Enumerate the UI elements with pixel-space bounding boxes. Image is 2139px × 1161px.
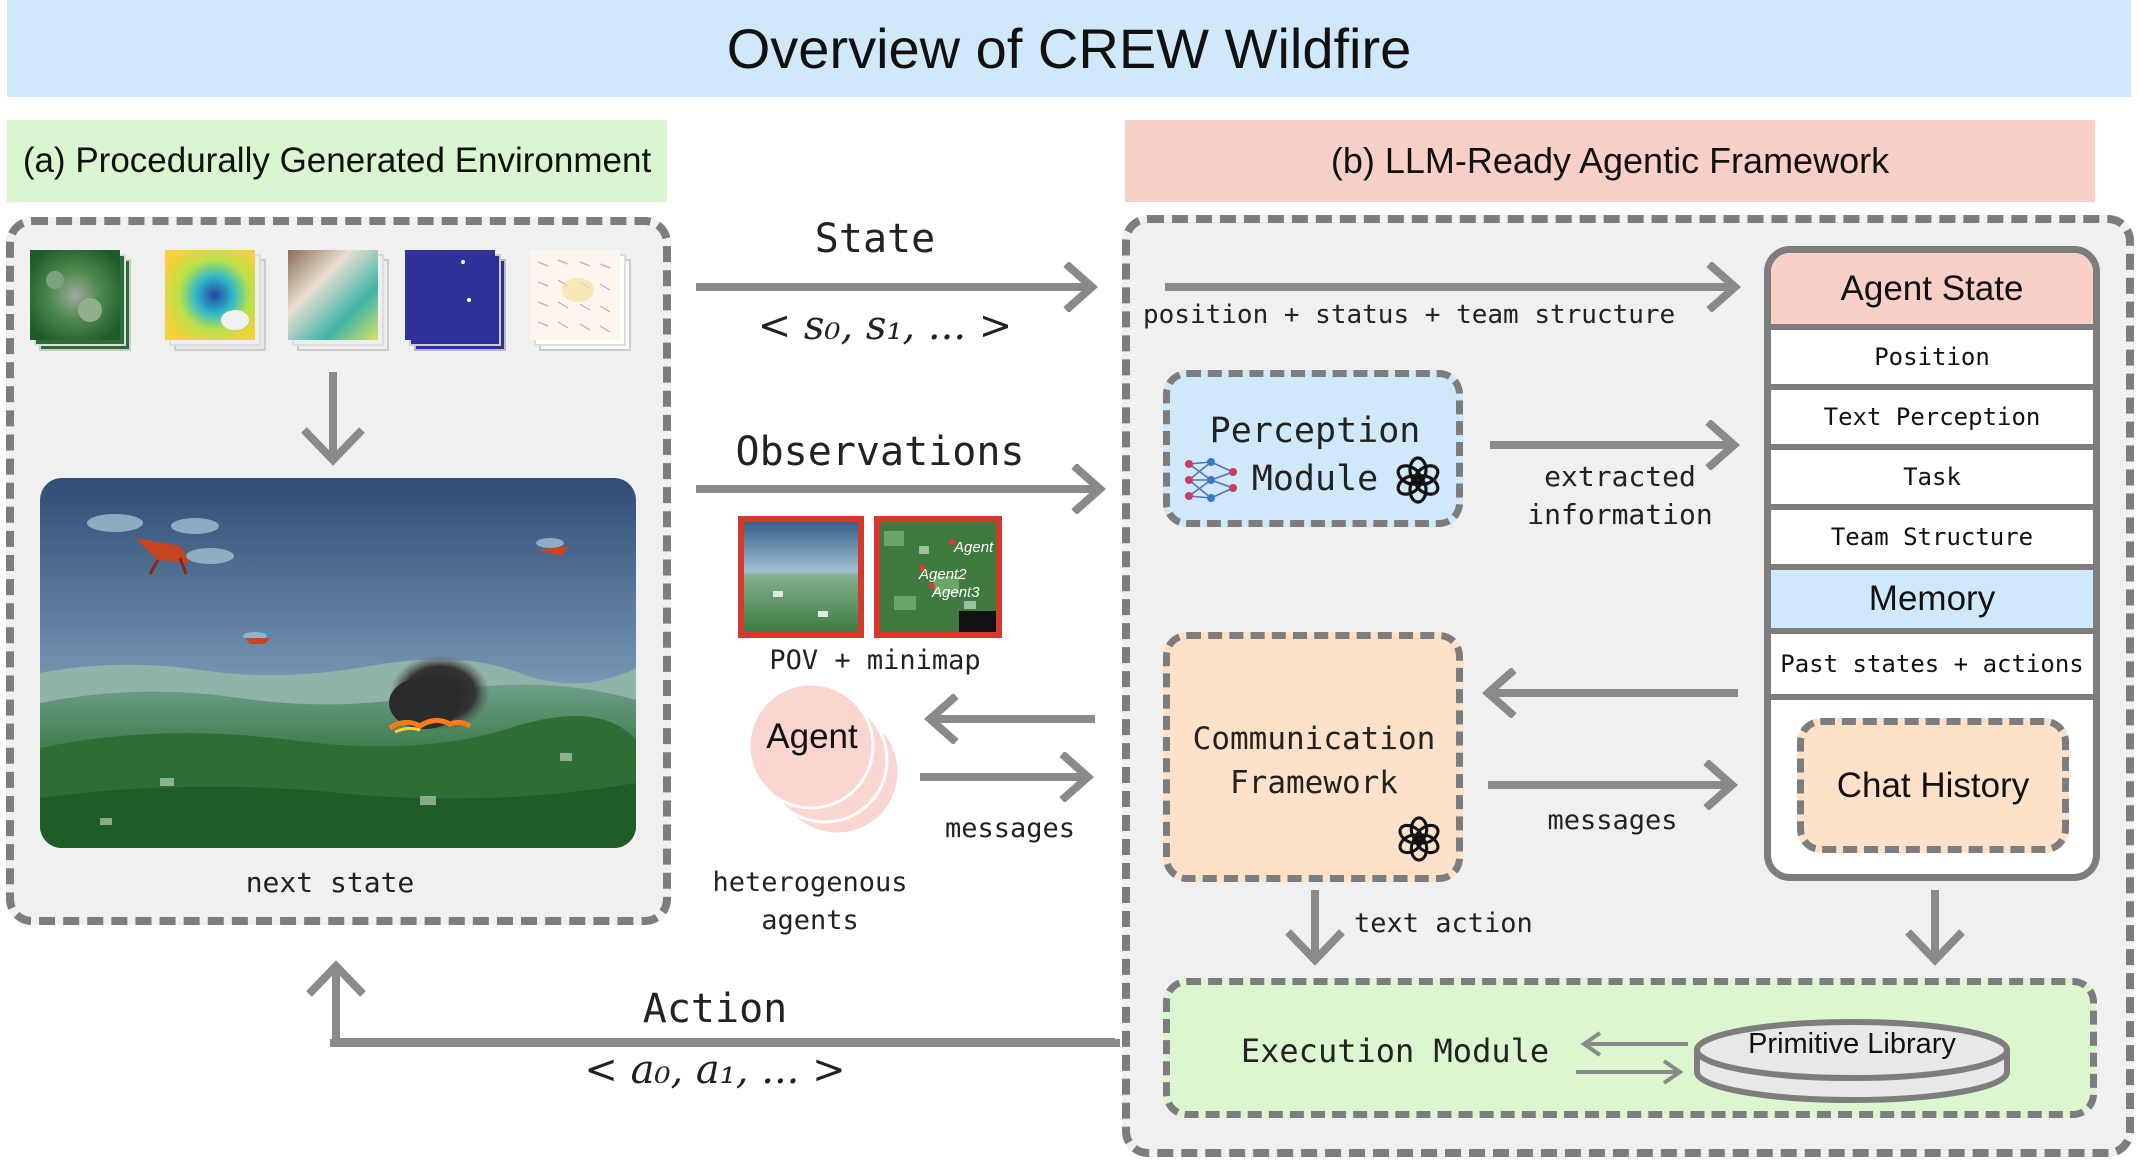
bidirectional-arrows [1576,1031,1688,1085]
extracted-info-arrow [1490,420,1741,470]
memory-row-past-states: Past states + actions [1771,634,2093,700]
terrain-map-thumbnail [30,250,131,351]
wind-field-thumbnail [530,250,631,351]
pov-minimap-text: POV + minimap [769,644,981,676]
primitive-library-text: Primitive Library [1748,1027,1956,1060]
communication-label-line2: Framework [1175,762,1453,804]
agent-state-row-position: Position [1771,330,2093,390]
heterogenous-caption-line2: agents [761,905,859,936]
text-action-label: text action [1354,908,1574,948]
messages-right-text: messages [1547,804,1678,836]
extracted-line2: information [1527,498,1713,531]
memory-header: Memory [1771,570,2093,634]
drone-large [87,514,234,575]
extracted-line1: extracted [1544,460,1696,493]
minimap-label-agent3: Agent3 [931,584,980,601]
primitive-library-cylinder [1694,1019,2010,1103]
observations-label-text: Observations [735,429,1025,475]
communication-to-chat-arrow [1488,760,1739,810]
minimap-image: Agent Agent2 Agent3 [874,516,1002,638]
action-label: Action [600,982,830,1036]
execution-module-label: Execution Module [1230,1028,1560,1074]
agent-state-header-text: Agent State [1840,268,2024,308]
down-arrow-to-scene [301,372,365,466]
text-action-arrow [1285,890,1345,966]
state-formula: < s₀, s₁, ... > [720,298,1050,354]
message-arrow-to-agent [923,694,1095,744]
agent-state-row-text-perception: Text Perception [1771,390,2093,450]
panel-a-header-text: (a) Procedurally Generated Environment [22,141,652,180]
agent-label-text: Agent [766,717,858,756]
extracted-info-label: extracted information [1500,458,1740,538]
text-action-text: text action [1354,908,1533,939]
memory-to-communication-arrow [1481,668,1738,718]
state-formula-text: < s₀, s₁, ... > [757,303,1013,349]
openai-icon [1396,456,1440,504]
action-formula: < a₀, a₁, ... > [555,1042,875,1098]
task-row-text: Task [1903,463,1961,491]
next-state-text: next state [245,865,415,899]
minimap-label-agent2: Agent2 [918,566,967,583]
title-banner: Overview of CREW Wildfire [7,0,2131,97]
messages-left-text: messages [944,812,1076,844]
state-label-text: State [814,216,936,262]
elevation-map-thumbnail [288,250,389,351]
execution-module-text: Execution Module [1240,1032,1550,1070]
minimap-label-agent: Agent [953,539,994,556]
neural-network-icon [1185,458,1237,502]
fire-map-thumbnail [405,250,506,351]
heterogenous-caption-line1: heterogenous [712,867,908,898]
communication-line2-text: Framework [1230,765,1398,801]
team-structure-row-text: Team Structure [1830,523,2034,551]
heterogenous-agents-caption: heterogenous agents [680,864,940,944]
agent-state-header: Agent State [1771,253,2093,330]
wildfire-scene-render [40,478,636,848]
action-label-text: Action [642,986,788,1032]
agent-state-to-execution-arrow [1905,890,1965,966]
agent-label: Agent [740,712,884,762]
memory-header-text: Memory [1868,579,1996,618]
agents-stack [747,682,901,836]
action-formula-text: < a₀, a₁, ... > [584,1047,846,1093]
openai-icon [1398,816,1440,862]
state-label: State [740,212,1010,266]
heat-map-thumbnail [165,250,266,351]
primitive-library-label: Primitive Library [1732,1024,1972,1064]
action-arrow-head [306,960,366,1046]
perception-label-line2: Module [1240,456,1390,502]
map-thumbnails [30,250,631,351]
observations-label: Observations [700,425,1060,479]
past-states-row-text: Past states + actions [1780,650,2084,678]
text-perception-row-text: Text Perception [1823,403,2041,431]
position-status-label: position + status + team structure [1143,300,1703,336]
panel-a-header: (a) Procedurally Generated Environment [7,120,667,202]
agent-state-row-team-structure: Team Structure [1771,510,2093,570]
observations-arrow [696,464,1107,514]
messages-right-label: messages [1530,800,1695,840]
perception-label-line1: Perception [1180,408,1450,454]
next-state-caption: next state [150,862,510,902]
action-arrow-shaft [330,1039,1120,1047]
drone-small-center [243,632,270,644]
pov-image [738,516,864,638]
state-arrow [696,262,1099,312]
chat-history-box: Chat History [1797,718,2069,853]
page-title: Overview of CREW Wildfire [726,17,1412,80]
pov-minimap-caption: POV + minimap [730,640,1020,680]
communication-label-line1: Communication [1175,718,1453,760]
chat-history-text: Chat History [1836,765,2030,805]
perception-line2-text: Module [1251,459,1379,499]
agent-state-row-task: Task [1771,450,2093,510]
messages-left-label: messages [930,808,1090,848]
position-row-text: Position [1874,343,1990,371]
state-to-agentstate-arrow [1165,262,1742,312]
message-arrow-from-agent [920,752,1095,802]
communication-line1-text: Communication [1192,721,1436,757]
perception-line1-text: Perception [1209,411,1421,451]
panel-b-header: (b) LLM-Ready Agentic Framework [1125,120,2095,202]
panel-b-header-text: (b) LLM-Ready Agentic Framework [1330,140,1890,181]
drone-small-right [536,538,568,556]
position-status-text: position + status + team structure [1143,300,1676,330]
